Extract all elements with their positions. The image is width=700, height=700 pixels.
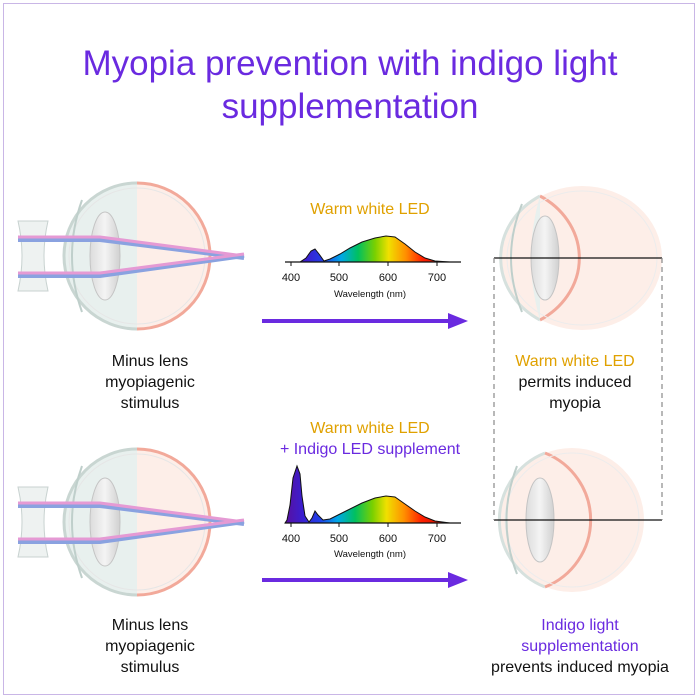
tick-label: 400 xyxy=(282,272,300,284)
caption-line: prevents induced myopia xyxy=(491,659,669,676)
caption-line: permits induced xyxy=(518,374,632,391)
spectrum-top-title: Warm white LED xyxy=(310,201,430,218)
figure-border xyxy=(3,3,695,695)
spectrum-top: 400 500 600 700 Wavelength (nm) xyxy=(282,235,461,300)
tick-label: 500 xyxy=(330,533,348,545)
light-rays-bottom xyxy=(18,501,245,544)
tick-label: 400 xyxy=(282,533,300,545)
spectrum-bottom-curve xyxy=(284,464,460,524)
spectrum-bottom: 400 500 600 700 Wavelength (nm) xyxy=(282,464,461,560)
caption-line: myopia xyxy=(549,395,601,412)
spectrum-bottom-title-line2: + Indigo LED supplement xyxy=(279,441,461,458)
caption-line: Minus lens xyxy=(111,353,189,370)
minus-lens-top xyxy=(17,220,49,292)
caption-top-right: Warm white LED permits induced myopia xyxy=(480,351,670,414)
x-axis-label: Wavelength (nm) xyxy=(334,289,406,300)
tick-label: 600 xyxy=(379,272,397,284)
caption-line: myopiagenic xyxy=(105,374,195,391)
caption-line: myopiagenic xyxy=(105,638,195,655)
minus-lens-bottom xyxy=(17,486,49,558)
arrow-top xyxy=(262,313,468,329)
caption-highlight: supplementation xyxy=(521,638,639,655)
caption-top-left: Minus lens myopiagenic stimulus xyxy=(60,351,240,414)
light-rays-top xyxy=(18,235,245,278)
caption-highlight: Warm white LED xyxy=(515,353,635,370)
figure-title: Myopia prevention with indigo light supp… xyxy=(82,44,618,126)
caption-line: stimulus xyxy=(120,659,180,676)
arrow-bottom xyxy=(262,572,468,588)
caption-bottom-right: Indigo light supplementation prevents in… xyxy=(470,615,690,678)
caption-bottom-left: Minus lens myopiagenic stimulus xyxy=(60,615,240,678)
tick-label: 700 xyxy=(428,272,446,284)
caption-highlight: Indigo light xyxy=(541,617,619,634)
axial-length-comparison xyxy=(493,257,663,521)
tick-label: 500 xyxy=(330,272,348,284)
spectrum-top-curve xyxy=(290,235,460,263)
caption-line: Minus lens xyxy=(111,617,189,634)
x-axis-label: Wavelength (nm) xyxy=(334,549,406,560)
tick-label: 700 xyxy=(428,533,446,545)
spectrum-bottom-title-line1: Warm white LED xyxy=(310,420,430,437)
tick-label: 600 xyxy=(379,533,397,545)
caption-line: stimulus xyxy=(120,395,180,412)
